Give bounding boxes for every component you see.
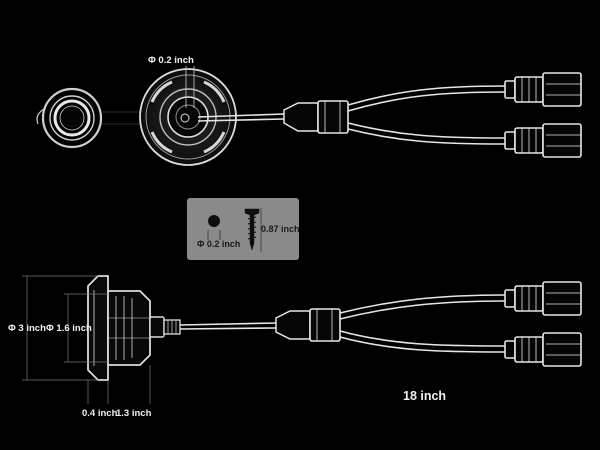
bottom-connector-upper <box>504 281 582 316</box>
screw-head-diameter-label: Φ 0.2 inch <box>197 239 240 249</box>
bottom-connector-lower <box>504 332 582 367</box>
screw-icon <box>244 208 260 251</box>
bottom-cable-assembly <box>179 294 506 353</box>
body-depth-label: 1.3 inch <box>116 408 152 419</box>
ring-side-view <box>36 87 140 149</box>
screw-length-label: 0.87 inch <box>261 224 300 234</box>
light-front-view: Φ 0.2 inch <box>139 55 237 166</box>
housing-outer-diameter-label: Φ 3 inch <box>8 323 46 334</box>
top-cable-assembly <box>197 85 506 145</box>
housing-dimension-lines <box>22 275 151 404</box>
housing-inner-diameter-label: Φ 1.6 inch <box>46 323 92 334</box>
cable-length-label: 18 inch <box>403 389 446 403</box>
housing-side-view <box>87 275 181 381</box>
screw-head-icon <box>208 215 220 227</box>
top-connector-lower <box>504 123 582 158</box>
screw-detail-card: Φ 0.2 inch 0.87 inch <box>187 198 300 260</box>
flange-depth-label: 0.4 inch <box>82 408 118 419</box>
cap-diameter-label: Φ 0.2 inch <box>148 55 194 66</box>
top-connector-upper <box>504 72 582 107</box>
